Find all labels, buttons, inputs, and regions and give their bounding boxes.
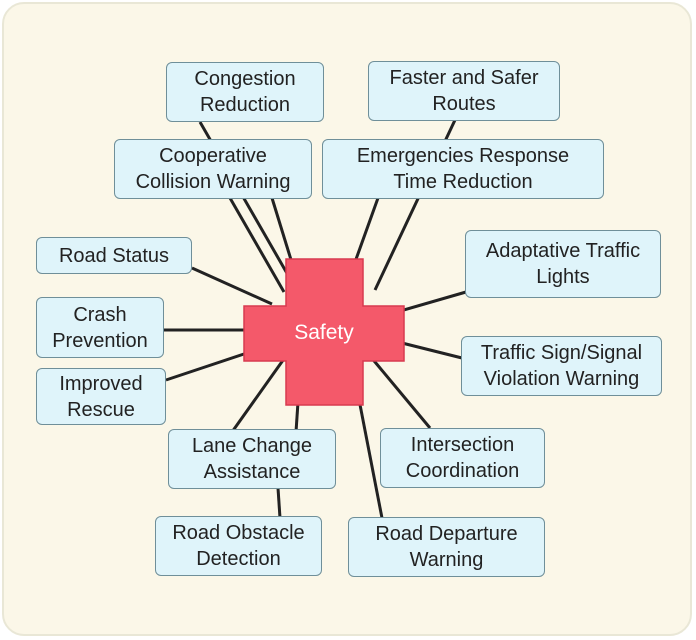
link-intersection-coordination (368, 355, 432, 429)
node-cooperative-collision-warning: Cooperative Collision Warning (114, 139, 312, 199)
node-road-status: Road Status (36, 237, 192, 274)
node-traffic-sign-violation: Traffic Sign/Signal Violation Warning (461, 336, 662, 396)
link-cooperative-collision-warning (228, 197, 286, 293)
hub-label: Safety (294, 321, 354, 344)
link-road-departure-warning (354, 383, 384, 519)
node-adaptative-traffic-lights: Adaptative Traffic Lights (465, 230, 661, 298)
node-intersection-coordination: Intersection Coordination (380, 428, 545, 488)
node-crash-prevention: Crash Prevention (36, 297, 164, 358)
safety-cross (243, 258, 405, 406)
node-road-departure-warning: Road Departure Warning (348, 517, 545, 577)
node-improved-rescue: Improved Rescue (36, 368, 166, 425)
link-road-obstacle-detection (276, 487, 282, 519)
node-congestion-reduction: Congestion Reduction (166, 62, 324, 122)
node-emergencies-response: Emergencies Response Time Reduction (322, 139, 604, 199)
node-faster-safer-routes: Faster and Safer Routes (368, 61, 560, 121)
node-road-obstacle-detection: Road Obstacle Detection (155, 516, 322, 576)
node-lane-change-assistance: Lane Change Assistance (168, 429, 336, 489)
link-lane-change-assistance (230, 355, 288, 433)
link-road-status (191, 266, 273, 306)
